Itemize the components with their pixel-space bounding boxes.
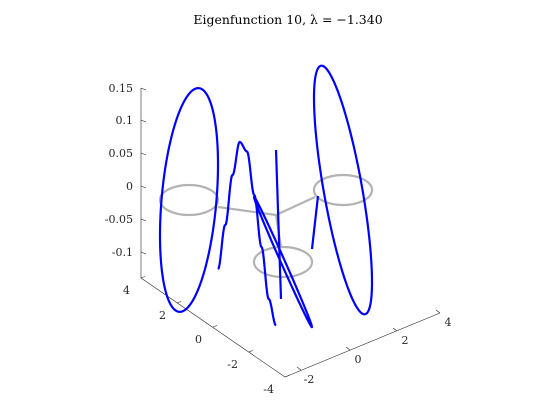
x-axis-line xyxy=(284,312,441,378)
z-tick xyxy=(140,185,147,189)
eigenfunction-loop xyxy=(252,195,314,329)
y-tick xyxy=(284,375,290,378)
eigenfunction-loop xyxy=(158,87,220,313)
y-axis-line xyxy=(140,277,286,378)
z-tick-label: 0 xyxy=(126,180,133,193)
tick-labels: 0.15 0.1 0.05 0 -0.05 -0.1 4 2 0 -2 -4 -2 0 2 4 xyxy=(105,82,452,396)
y-tick xyxy=(176,301,182,304)
z-tick-label: 0.05 xyxy=(109,147,134,160)
x-tick-label: -2 xyxy=(304,373,315,386)
y-tick-label: 2 xyxy=(159,309,166,322)
x-tick-label: 4 xyxy=(445,316,452,329)
graph-loop xyxy=(252,245,314,279)
chart-title: Eigenfunction 10, λ = −1.340 xyxy=(193,12,382,27)
z-tick-label: -0.05 xyxy=(105,213,133,226)
x-tick-label: 2 xyxy=(402,334,409,347)
x-tick xyxy=(296,366,302,371)
z-tick-label: 0.1 xyxy=(116,114,134,127)
graph-edge xyxy=(275,196,316,216)
eigenfunction-edge xyxy=(217,140,277,327)
y-tick-label: -4 xyxy=(263,383,274,396)
eigenfunction-layer xyxy=(158,64,374,329)
y-tick xyxy=(212,325,218,328)
z-tick xyxy=(140,119,147,123)
x-tick xyxy=(435,309,441,314)
y-tick xyxy=(248,350,254,353)
y-tick-label: 4 xyxy=(123,284,130,297)
z-tick xyxy=(140,87,147,91)
y-tick-label: 0 xyxy=(195,333,202,346)
x-tick xyxy=(345,346,351,351)
x-tick xyxy=(392,327,398,332)
axes xyxy=(140,87,441,378)
z-tick xyxy=(140,152,147,156)
z-tick xyxy=(140,218,147,222)
x-tick-label: 0 xyxy=(355,353,362,366)
eigenfunction-edge xyxy=(310,195,320,250)
z-tick-label: -0.1 xyxy=(112,246,133,259)
y-tick-label: -2 xyxy=(227,358,238,371)
z-tick-label: 0.15 xyxy=(109,82,134,95)
z-tick xyxy=(140,251,147,255)
y-tick xyxy=(140,276,146,279)
eigenfunction-loop xyxy=(312,64,374,316)
graph-loop xyxy=(158,183,220,217)
graph-loop xyxy=(312,173,374,207)
graph-layer xyxy=(158,173,374,279)
eigenfunction-edge xyxy=(274,149,283,300)
